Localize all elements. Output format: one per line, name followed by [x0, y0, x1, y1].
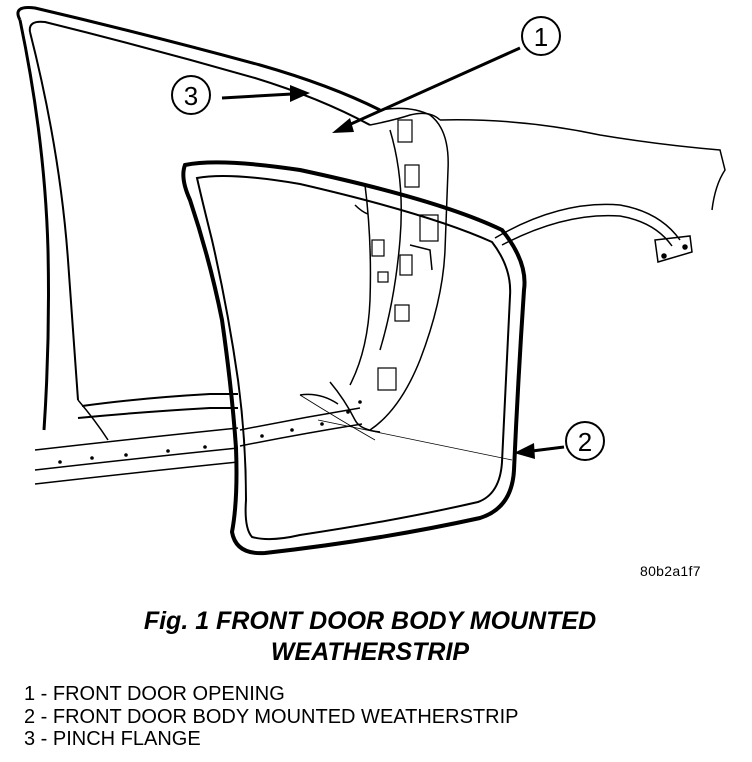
caption-line-2: WEATHERSTRIP — [270, 638, 470, 666]
rear-door-opening-frame — [16, 6, 381, 441]
callout-1-number: 1 — [534, 22, 548, 52]
legend-item: 3 - PINCH FLANGE — [24, 728, 201, 750]
legend-item: 1 - FRONT DOOR OPENING — [24, 683, 285, 705]
legend-item: 2 - FRONT DOOR BODY MOUNTED WEATHERSTRIP — [24, 705, 519, 728]
callout-legend: 1 - FRONT DOOR OPENING 2 - FRONT DOOR BO… — [24, 683, 518, 751]
callout-2-number: 2 — [578, 427, 592, 457]
figure-caption: Fig. 1 FRONT DOOR BODY MOUNTED WEATHERST… — [60, 606, 680, 668]
weatherstrip-illustration: 1 3 2 — [16, 6, 726, 556]
callout-3-number: 3 — [184, 81, 198, 111]
front-fender — [439, 119, 726, 263]
front-door-weatherstrip — [181, 160, 527, 556]
projection-lines — [299, 394, 513, 461]
b-pillar — [299, 107, 449, 433]
callout-3: 3 — [171, 75, 310, 115]
figure-code: 80b2a1f7 — [640, 563, 701, 579]
rocker-panel — [34, 400, 363, 485]
callout-1: 1 — [332, 16, 561, 133]
callout-2: 2 — [514, 421, 605, 461]
caption-line-1: Fig. 1 FRONT DOOR BODY MOUNTED — [143, 607, 597, 635]
